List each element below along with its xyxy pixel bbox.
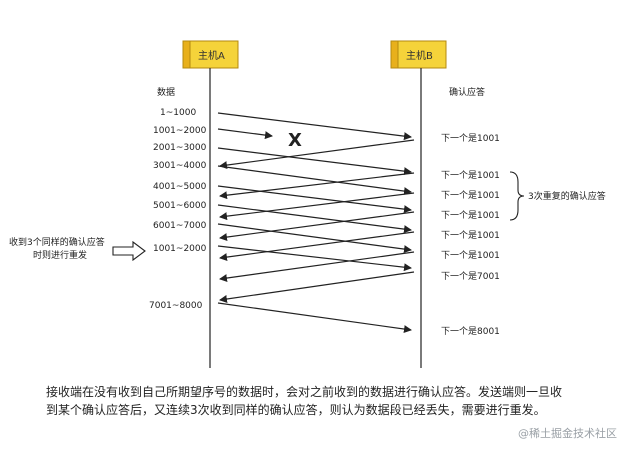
ack-label: 下一个是1001: [441, 230, 500, 241]
host-a-box: 主机A: [182, 40, 239, 69]
ack-arrow: [219, 192, 415, 221]
pointer-arrow-icon: [112, 240, 146, 262]
duplicate-ack-brace: [509, 171, 525, 221]
segment-label: 1~1000: [160, 108, 196, 118]
segment-label: 1001~2000: [153, 126, 207, 136]
host-b-label: 主机B: [406, 49, 433, 62]
retransmit-arrow: [217, 245, 412, 272]
sender-note-line1: 收到3个同样的确认应答: [9, 236, 105, 248]
ack-arrow: [219, 139, 415, 170]
lost-packet-mark: X: [288, 130, 302, 151]
watermark: @稀土掘金技术社区: [518, 426, 617, 440]
segment-label: 6001~7000: [153, 221, 207, 231]
data-arrow: [217, 302, 412, 333]
data-arrow: [217, 204, 412, 234]
ack-label: 下一个是8001: [441, 326, 500, 337]
host-b-box: 主机B: [390, 40, 447, 69]
ack-arrow: [219, 211, 415, 242]
ack-arrow: [219, 172, 415, 200]
ack-label: 下一个是1001: [441, 190, 500, 201]
ack-arrow: [219, 231, 415, 262]
data-arrow: [217, 165, 412, 196]
lost-data-arrow: [217, 128, 273, 140]
data-arrow: [217, 223, 412, 254]
duplicate-ack-note: 3次重复的确认应答: [528, 190, 606, 202]
segment-label: 5001~6000: [153, 201, 207, 211]
segment-label: 1001~2000: [153, 244, 207, 254]
segment-label: 3001~4000: [153, 161, 207, 171]
ack-arrow: [219, 251, 415, 282]
ack-column-header: 确认应答: [449, 86, 485, 98]
segment-label: 4001~5000: [153, 182, 207, 192]
ack-label: 下一个是1001: [441, 210, 500, 221]
caption-line2: 到某个确认应答后，又连续3次收到同样的确认应答，则认为数据段已经丢失，需要进行重…: [46, 402, 546, 417]
ack-label: 下一个是1001: [441, 250, 500, 261]
sender-note-line2: 时则进行重发: [33, 249, 87, 261]
segment-label: 2001~3000: [153, 143, 207, 153]
data-arrow: [217, 147, 412, 176]
data-arrow: [217, 185, 412, 214]
ack-label: 下一个是7001: [441, 271, 500, 282]
ack-arrow: [219, 271, 415, 303]
segment-label: 7001~8000: [149, 301, 203, 311]
host-a-label: 主机A: [198, 49, 225, 62]
caption-line1: 接收端在没有收到自己所期望序号的数据时，会对之前收到的数据进行确认应答。发送端则…: [46, 384, 562, 399]
ack-label: 下一个是1001: [441, 170, 500, 181]
ack-label: 下一个是1001: [441, 133, 500, 144]
data-column-header: 数据: [157, 86, 175, 98]
data-arrow: [217, 112, 412, 141]
